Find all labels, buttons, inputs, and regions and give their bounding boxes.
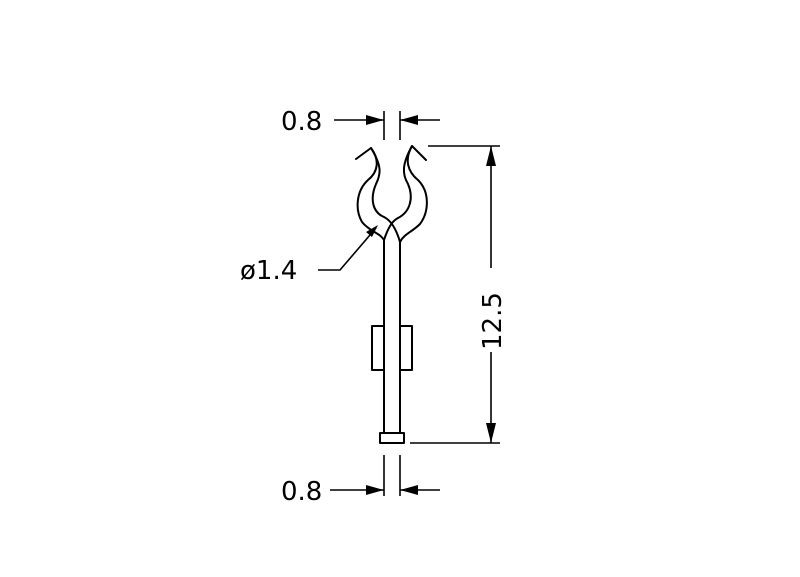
top-arrow-right [400,115,418,125]
bottom-arrow-left [366,485,384,495]
diameter-label: ø1.4 [240,256,297,286]
collar-block [371,325,413,371]
right-arm-outer [399,145,428,434]
height-dimension: 12.5 [410,145,508,444]
height-arrow-bottom [486,423,496,443]
bottom-width-label: 0.8 [281,477,322,507]
waist-cross-a [383,216,401,243]
diameter-leader [318,227,377,271]
left-arm-outer [355,147,385,434]
diameter-dimension: ø1.4 [240,225,378,286]
height-arrow-top [486,146,496,166]
height-label: 12.5 [478,292,508,350]
top-arrow-left [366,115,384,125]
top-width-label: 0.8 [281,107,322,137]
bottom-arrow-right [400,485,418,495]
diameter-arrow [366,225,378,237]
pin-outline [355,145,428,444]
left-arm-inner [370,147,385,218]
bottom-width-dimension: 0.8 [281,455,440,507]
right-arm-inner [397,145,413,219]
pin-tip [379,432,405,444]
waist-cross-b [383,217,399,241]
top-width-dimension: 0.8 [281,107,440,140]
